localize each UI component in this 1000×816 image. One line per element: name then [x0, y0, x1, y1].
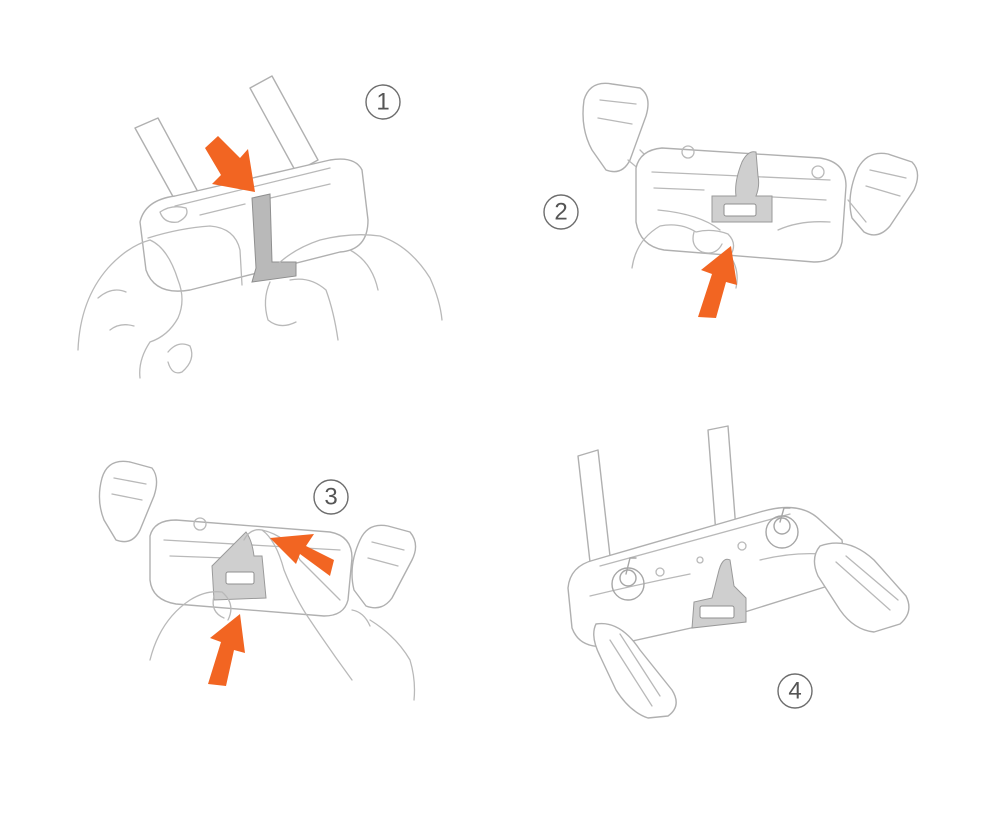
step-3-number-badge: 3 [313, 479, 349, 515]
step-1-arrow-icon [205, 136, 255, 192]
step-3-controller-illustration [98, 460, 417, 701]
step-2-panel: 2 [543, 82, 919, 318]
step-3-panel: 3 [98, 460, 417, 701]
step-2-arrow-icon [698, 246, 737, 318]
step-3-arrow-icon-right [270, 534, 334, 576]
step-2-number: 2 [554, 199, 567, 226]
step-4-controller-illustration [567, 425, 910, 719]
step-3-number: 3 [324, 484, 337, 511]
step-2-number-badge: 2 [543, 194, 579, 230]
step-4-number: 4 [788, 678, 801, 705]
step-1-number: 1 [376, 89, 389, 116]
step-1-bracket [251, 193, 297, 283]
step-1-controller-illustration [77, 75, 443, 379]
step-1-panel: 1 [77, 75, 443, 379]
step-4-panel: 4 [567, 425, 910, 719]
step-2-controller-illustration [582, 82, 919, 289]
step-1-number-badge: 1 [365, 84, 401, 120]
step-3-arrow-icon-bottom [208, 614, 245, 686]
step-4-number-badge: 4 [777, 673, 813, 709]
